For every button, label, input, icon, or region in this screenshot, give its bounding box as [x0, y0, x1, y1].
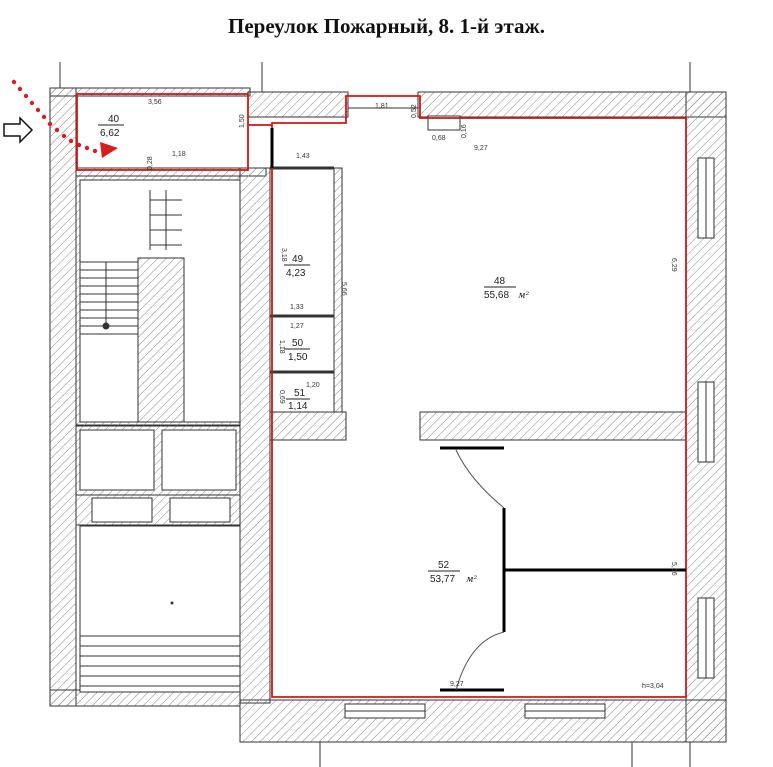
dimension: 1,50	[239, 114, 246, 128]
exterior-walls	[49, 62, 727, 767]
dimension: 0,68	[432, 135, 446, 142]
right-windows	[697, 157, 715, 679]
dimension: 1,27	[290, 323, 304, 330]
entrance-arrow-icon	[3, 116, 34, 144]
doors	[270, 128, 686, 692]
plan-title: Переулок Пожарный, 8. 1-й этаж.	[227, 14, 546, 38]
dimension: 3,56	[148, 99, 162, 106]
room-area: 53,77	[430, 574, 455, 585]
room-number: 49	[292, 254, 304, 265]
highlighted-areas	[76, 93, 687, 698]
room-48-label: 48 55,68 м²	[484, 276, 529, 301]
dimension: 1,20	[306, 382, 320, 389]
room-50-label: 50 1,50	[284, 338, 310, 363]
dimension: 9,27	[474, 145, 488, 152]
room-number: 48	[494, 276, 506, 287]
dimension: 0,52	[411, 104, 418, 118]
room-unit: м²	[518, 291, 529, 301]
dimension: 1,18	[172, 151, 186, 158]
room-number: 52	[438, 560, 450, 571]
dimension: 9,27	[450, 681, 464, 688]
room-area: 6,62	[100, 128, 120, 139]
room-40-label: 40 6,62	[98, 114, 124, 139]
dimension: 1,81	[375, 103, 389, 110]
dimension: 1,33	[290, 304, 304, 311]
interior-walls	[75, 115, 687, 704]
dimension: 5,66	[670, 562, 677, 576]
dimension: 0,16	[461, 124, 468, 138]
room-number: 40	[108, 114, 120, 125]
dimension: 6,29	[670, 258, 677, 272]
room-52-label: 52 53,77 м²	[428, 560, 477, 585]
dimension: 1,43	[296, 153, 310, 160]
bottom-windows	[344, 703, 606, 719]
room-number: 50	[292, 338, 304, 349]
staircase	[75, 175, 241, 693]
dimension: 0,69	[278, 390, 285, 404]
dotted-route-icon	[11, 79, 118, 158]
room-49-label: 49 4,23	[284, 254, 310, 279]
room-area: 55,68	[484, 290, 509, 301]
room-number: 51	[294, 388, 306, 399]
room-area: 4,23	[286, 268, 306, 279]
dimension: 0,28	[147, 156, 154, 170]
room-area: 1,50	[288, 352, 308, 363]
door-swings	[455, 449, 505, 691]
ceiling-height: h=3,04	[642, 683, 664, 690]
dimension-labels: 3,56 1,50 0,28 1,18 1,81 0,52 0,68 0,16 …	[147, 99, 677, 690]
room-unit: м²	[466, 575, 477, 585]
room-51-label: 51 1,14	[286, 388, 310, 412]
dimension: 3,18	[280, 248, 287, 262]
dimension: 5,66	[340, 282, 347, 296]
room-area: 1,14	[288, 401, 308, 412]
dimension: 1,18	[278, 340, 285, 354]
